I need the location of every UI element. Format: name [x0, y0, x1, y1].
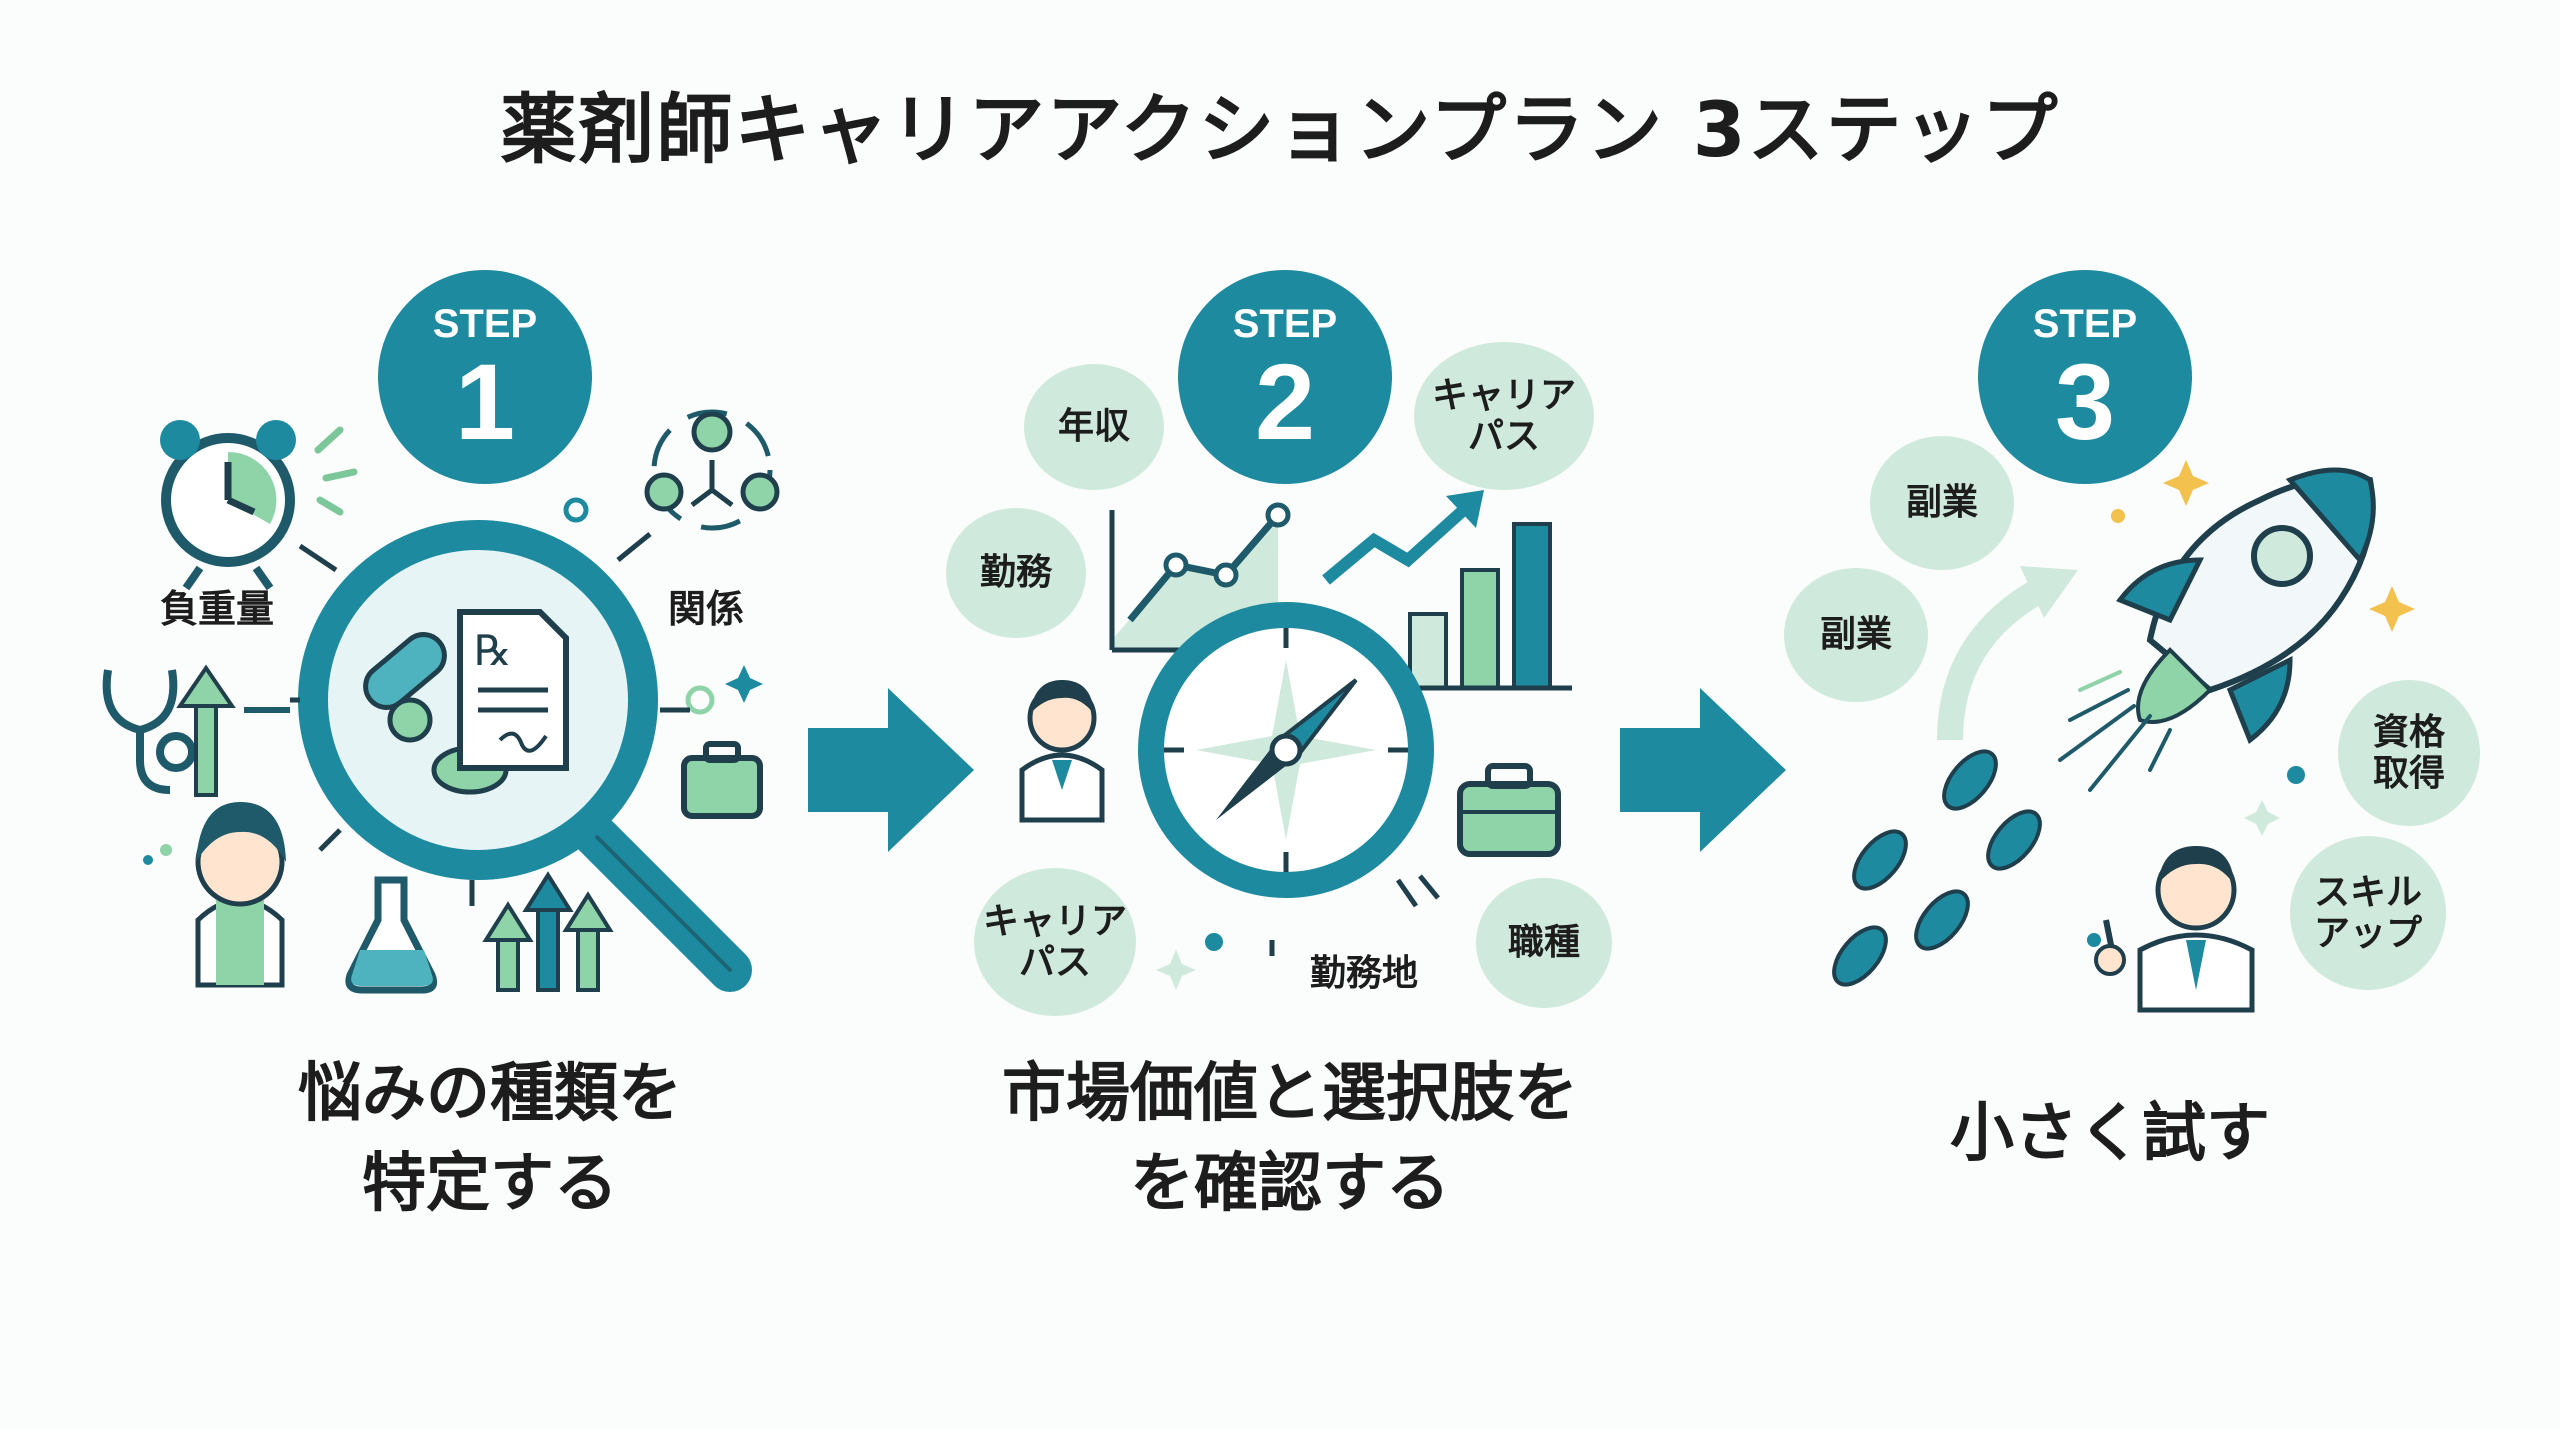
step-arrow-2: [1620, 688, 1786, 852]
bubble-job-type: 職種: [1476, 878, 1612, 1008]
label-work-location: 勤務地: [1310, 953, 1419, 994]
bubble-career-path-top-line-2: パス: [1467, 416, 1540, 457]
step-3-caption: 小さく試す: [1820, 1090, 2400, 1180]
bubble-license-line-2: 取得: [2372, 753, 2445, 794]
bubble-annual-income: 年収: [1024, 364, 1164, 490]
bubble-skill-up-line-1: スキル: [2313, 871, 2422, 913]
bubble-career-path-bottom-line-1: キャリア: [982, 900, 1127, 942]
label-relationship: 関係: [668, 587, 745, 631]
bubble-skill-up: スキル アップ: [2290, 836, 2446, 990]
bubble-career-path-top: キャリア パス: [1414, 342, 1594, 490]
svg-text:℞: ℞: [474, 626, 512, 675]
step-3-number: 3: [2054, 341, 2116, 462]
step-3-word: STEP: [2032, 302, 2138, 346]
rocket-icon: [2116, 467, 2376, 744]
up-arrow-icon: [176, 664, 236, 797]
step-1-caption: 悩みの種類を 特定する: [200, 1050, 780, 1229]
bubble-skill-up-line-2: アップ: [2313, 913, 2422, 954]
bubble-license: 資格 取得: [2338, 680, 2480, 826]
bubble-work: 勤務: [946, 508, 1086, 638]
footprints-icon: [1832, 749, 2042, 987]
step-2-badge: STEP 2: [1178, 270, 1392, 484]
sparkle-icon: [1156, 874, 1440, 990]
step-2-number: 2: [1254, 341, 1316, 462]
bubble-career-path-top-line-1: キャリア: [1431, 374, 1576, 416]
step-1-caption-line-2: 特定する: [362, 1146, 618, 1221]
flask-icon: [345, 876, 438, 994]
step-2-caption-line-1: 市場価値と選択肢を: [1002, 1057, 1578, 1131]
step-2-caption: 市場価値と選択肢を を確認する: [920, 1050, 1660, 1229]
bubble-career-path-bottom-line-2: パス: [1018, 942, 1091, 983]
bubble-license-line-1: 資格: [2372, 711, 2445, 753]
sparkle-icon: [2087, 460, 2415, 947]
exhaust-lines-icon: [2058, 670, 2172, 792]
briefcase-icon: [681, 741, 763, 819]
alarm-clock-icon: [160, 420, 296, 591]
bubble-career-path-bottom: キャリア パス: [974, 868, 1136, 1016]
stress-lines-icon: [314, 426, 358, 516]
step-arrow-1: [808, 688, 974, 852]
step-3-caption-line-1: 小さく試す: [1950, 1097, 2270, 1171]
bubble-annual-income-text: 年収: [1057, 406, 1130, 448]
bubble-side-job-1: 副業: [1870, 436, 2014, 570]
compass-icon: [1138, 602, 1434, 898]
curved-arrow-icon: [1937, 566, 2078, 741]
pharmacist-man-pointing-icon: [2094, 846, 2255, 1013]
step-1-caption-line-1: 悩みの種類を: [298, 1057, 682, 1131]
prescription-rx-icon: ℞: [457, 609, 569, 771]
bubble-job-type-text: 職種: [1507, 922, 1580, 964]
step-1-badge: STEP 1: [378, 270, 592, 484]
team-network-icon: [644, 409, 780, 531]
step-1-number: 1: [454, 341, 516, 462]
bubble-side-job-2-text: 副業: [1819, 614, 1892, 656]
pharmacist-woman-icon: [195, 802, 286, 988]
bubble-side-job-2: 副業: [1784, 568, 1928, 702]
bar-chart-icon: [1400, 522, 1572, 691]
stethoscope-icon: [102, 669, 196, 794]
label-workload: 負重量: [160, 587, 275, 631]
pharmacist-man-icon: [1019, 680, 1105, 823]
bubble-side-job-1-text: 副業: [1905, 482, 1978, 524]
bar-arrows-icon: [482, 871, 614, 992]
bubble-work-text: 勤務: [979, 552, 1052, 594]
sparkle-icon: [143, 497, 763, 865]
trend-arrow-icon: [1322, 490, 1484, 585]
step-1-word: STEP: [432, 302, 538, 346]
step-3-badge: STEP 3: [1978, 270, 2192, 484]
step-2-word: STEP: [1232, 302, 1338, 346]
page-title: 薬剤師キャリアアクションプラン 3ステップ: [500, 85, 2060, 174]
step-2-caption-line-2: を確認する: [1130, 1146, 1450, 1221]
briefcase-icon: [1457, 763, 1561, 857]
